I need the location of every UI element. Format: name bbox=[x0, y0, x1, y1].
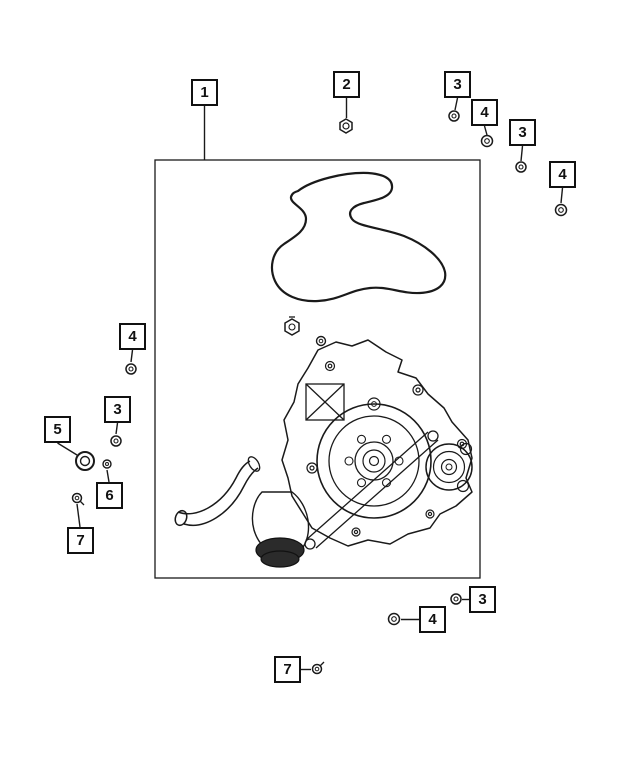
leader-line-3 bbox=[454, 97, 459, 111]
pump-housing bbox=[281, 339, 473, 547]
bracket-brace bbox=[305, 383, 345, 421]
callout-7-label: 4 bbox=[128, 328, 137, 345]
leader-line-5 bbox=[520, 145, 524, 162]
callout-7[interactable]: 4 bbox=[119, 323, 146, 350]
thermostat-housing bbox=[251, 491, 310, 568]
leader-line-8 bbox=[115, 422, 119, 435]
bolt-icon-4c bbox=[125, 363, 137, 375]
callout-3[interactable]: 3 bbox=[444, 71, 471, 98]
callout-1-label: 1 bbox=[200, 84, 209, 101]
callout-14-label: 7 bbox=[283, 661, 292, 678]
small-bolt-icon-6 bbox=[102, 459, 112, 469]
callout-13-label: 4 bbox=[428, 611, 437, 628]
callout-4[interactable]: 4 bbox=[471, 99, 498, 126]
callout-4-label: 4 bbox=[480, 104, 489, 121]
hex-nut-icon bbox=[339, 118, 353, 134]
callout-2-label: 2 bbox=[342, 76, 351, 93]
top-bolt bbox=[315, 335, 327, 347]
leader-line-9 bbox=[57, 442, 78, 456]
gasket-outline bbox=[270, 171, 447, 303]
mounting-strip bbox=[304, 430, 439, 550]
callout-12[interactable]: 3 bbox=[469, 586, 496, 613]
leader-line-11 bbox=[76, 503, 81, 528]
callout-3-label: 3 bbox=[453, 76, 462, 93]
callout-5[interactable]: 3 bbox=[509, 119, 536, 146]
callout-12-label: 3 bbox=[478, 591, 487, 608]
leader-line-7 bbox=[130, 349, 134, 363]
callout-14[interactable]: 7 bbox=[274, 656, 301, 683]
stud-icon-7a bbox=[71, 492, 85, 506]
callout-2[interactable]: 2 bbox=[333, 71, 360, 98]
inlet-pipe bbox=[174, 456, 261, 527]
callout-13[interactable]: 4 bbox=[419, 606, 446, 633]
callout-9[interactable]: 5 bbox=[44, 416, 71, 443]
callout-11[interactable]: 7 bbox=[67, 527, 94, 554]
callout-11-label: 7 bbox=[76, 532, 85, 549]
callout-10-label: 6 bbox=[105, 487, 114, 504]
right-flange bbox=[425, 442, 473, 493]
bolt-icon-4d bbox=[387, 612, 401, 626]
pulley bbox=[316, 397, 432, 519]
hex-fitting bbox=[284, 316, 300, 336]
seal-ring-icon bbox=[75, 451, 95, 471]
callout-8[interactable]: 3 bbox=[104, 396, 131, 423]
bolt-icon-3d bbox=[450, 593, 462, 605]
callout-8-label: 3 bbox=[113, 401, 122, 418]
housing-bolts bbox=[306, 360, 468, 537]
callout-10[interactable]: 6 bbox=[96, 482, 123, 509]
callout-9-label: 5 bbox=[53, 421, 62, 438]
main-frame bbox=[154, 159, 481, 579]
small-bolt-icon-7b bbox=[311, 661, 325, 675]
bolt-icon-4b bbox=[554, 203, 568, 217]
fastener-icons bbox=[71, 110, 568, 675]
leader-line-6 bbox=[560, 187, 564, 204]
leader-line-10 bbox=[106, 469, 110, 483]
water-pump-drawing bbox=[174, 316, 473, 568]
callout-1[interactable]: 1 bbox=[191, 79, 218, 106]
callout-6[interactable]: 4 bbox=[549, 161, 576, 188]
callout-6-label: 4 bbox=[558, 166, 567, 183]
bolt-icon-3a bbox=[448, 110, 460, 122]
bolt-icon-3b bbox=[515, 161, 527, 173]
leader-lines bbox=[57, 97, 564, 671]
bolt-icon-4a bbox=[480, 134, 494, 148]
bolt-icon-3c bbox=[110, 435, 122, 447]
callout-5-label: 3 bbox=[518, 124, 527, 141]
leader-line-4 bbox=[483, 125, 488, 136]
